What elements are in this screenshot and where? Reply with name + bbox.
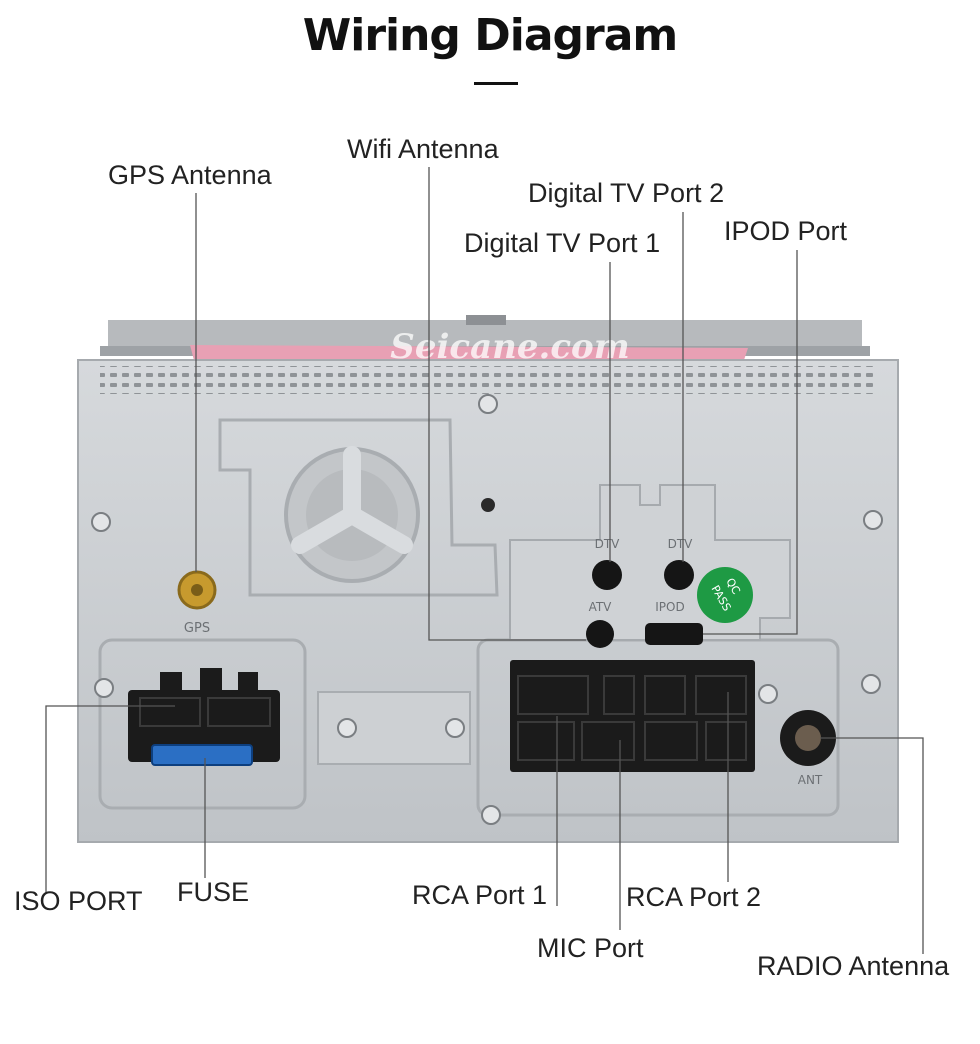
top-tab: [466, 315, 506, 325]
digital-tv-port-1-jack[interactable]: [592, 560, 622, 590]
leader-lines: [45, 167, 924, 954]
ipod-port-socket[interactable]: [645, 623, 703, 645]
atv-marking: ATV: [589, 600, 613, 614]
rca-connector-block[interactable]: [510, 660, 755, 772]
gps-marking: GPS: [184, 621, 210, 636]
callout-rca-port-1: RCA Port 1: [412, 880, 548, 910]
callout-wifi-antenna: Wifi Antenna: [347, 134, 499, 164]
dtv-right-marking: DTV: [668, 537, 694, 551]
callout-gps-antenna: GPS Antenna: [108, 160, 272, 190]
callout-ipod-port: IPOD Port: [724, 216, 848, 246]
vent-grille: [100, 366, 876, 394]
screws: [91, 394, 883, 825]
page-title: Wiring Diagram: [302, 10, 679, 61]
callout-digital-tv-port-1: Digital TV Port 1: [464, 228, 661, 258]
qc-pass-sticker: QC PASS: [697, 567, 753, 623]
ant-marking: ANT: [798, 773, 823, 787]
ipod-marking: IPOD: [655, 600, 684, 614]
fan-grille: [284, 446, 420, 583]
lower-left-recess: [98, 638, 307, 810]
callout-digital-tv-port-2: Digital TV Port 2: [528, 178, 725, 208]
callout-fuse: FUSE: [177, 877, 250, 907]
fuse[interactable]: [151, 744, 253, 766]
title-underline: [474, 82, 518, 85]
panel-hole: [481, 498, 495, 512]
callout-iso-port: ISO PORT: [14, 886, 143, 916]
dtv-left-marking: DTV: [595, 537, 621, 551]
callout-mic-port: MIC Port: [537, 933, 644, 963]
digital-tv-port-2-jack[interactable]: [664, 560, 694, 590]
wifi-antenna-jack[interactable]: [586, 620, 614, 648]
callout-rca-port-2: RCA Port 2: [626, 882, 762, 912]
fan-recess: [218, 418, 499, 597]
callout-radio-antenna: RADIO Antenna: [757, 951, 950, 981]
